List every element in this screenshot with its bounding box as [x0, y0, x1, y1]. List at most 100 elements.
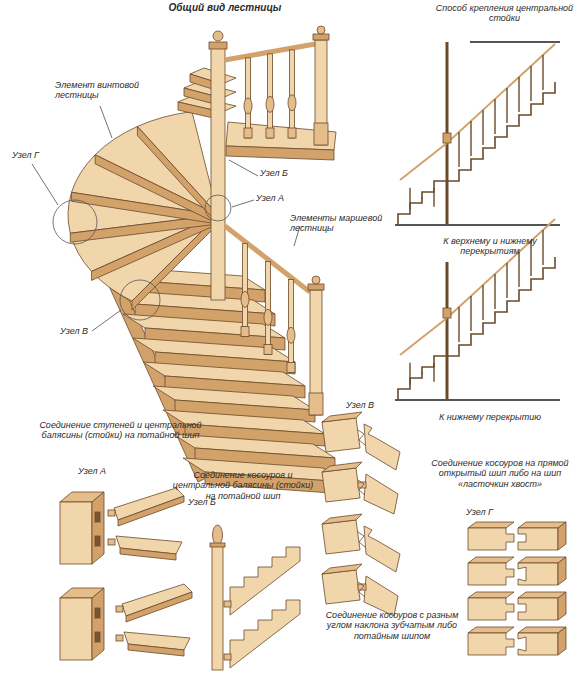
- baluster-base: [266, 128, 274, 138]
- baluster: [289, 279, 294, 372]
- central-post: [212, 545, 223, 670]
- label-text: Узел Б: [260, 168, 310, 178]
- leader-line: [229, 160, 258, 176]
- label-text: Узел В: [346, 400, 396, 410]
- mortise: [95, 608, 100, 618]
- stair-profile: [447, 257, 555, 356]
- label-text: Соединение ступеней и центральной баляси…: [38, 420, 203, 441]
- baluster: [542, 55, 543, 90]
- baluster: [530, 241, 531, 276]
- newel-base: [314, 123, 328, 145]
- stringer-piece: [322, 520, 360, 554]
- stringer-piece: [322, 570, 360, 604]
- leader-line: [32, 164, 58, 205]
- detail-g: [468, 522, 566, 655]
- baluster: [494, 274, 495, 309]
- board-tenon: [468, 598, 514, 620]
- baluster: [470, 296, 471, 331]
- baluster: [433, 363, 434, 382]
- detail-a: [60, 488, 192, 660]
- post-side: [92, 588, 104, 660]
- post-side: [92, 492, 104, 564]
- winder-tread: [137, 112, 218, 215]
- detail-circle: [205, 195, 231, 221]
- board-tenon: [468, 633, 514, 655]
- label-text: К верхнему и нижнему перекрытиям: [425, 236, 555, 257]
- handrail: [400, 318, 447, 355]
- handrail: [447, 219, 555, 318]
- leader-line: [92, 310, 121, 331]
- tread-edge: [126, 592, 192, 622]
- post-turning: [213, 525, 223, 545]
- tenon: [224, 654, 231, 660]
- label-text: Элементы маршевой лестницы: [290, 213, 385, 234]
- stair-profile: [447, 82, 555, 181]
- post-cap: [443, 308, 451, 318]
- floor-line: [395, 399, 560, 401]
- floor-line: [395, 224, 560, 226]
- tenon: [224, 601, 231, 607]
- baluster: [482, 110, 483, 145]
- detail-circle: [53, 200, 97, 244]
- baluster: [506, 88, 507, 123]
- post-ring: [210, 543, 225, 547]
- baluster-bulb: [288, 95, 296, 111]
- title: Общий вид лестницы: [130, 2, 320, 13]
- baluster-bulb: [287, 327, 295, 343]
- newel-cap: [313, 34, 329, 40]
- newel-base: [309, 393, 323, 415]
- tenon: [108, 539, 115, 545]
- tooth-joint: [358, 532, 365, 547]
- newel-knob: [312, 276, 320, 284]
- baluster: [268, 54, 273, 138]
- stringer-top: [322, 514, 362, 524]
- board-side: [558, 627, 566, 655]
- newel-cap: [308, 284, 324, 290]
- mortise: [95, 632, 100, 642]
- baluster: [482, 285, 483, 320]
- baluster-bulb: [241, 291, 249, 307]
- label-text: Элемент винтовой лестницы: [55, 80, 155, 101]
- baluster-bulb: [266, 96, 274, 112]
- newel-post: [310, 290, 322, 415]
- mortise: [95, 512, 100, 522]
- baluster: [518, 77, 519, 112]
- tread-edge: [120, 548, 176, 560]
- tooth-joint: [358, 430, 365, 445]
- tenon: [108, 510, 115, 516]
- tenon: [116, 635, 123, 641]
- baluster: [421, 197, 422, 199]
- detail-circle: [120, 280, 160, 320]
- central-post: [446, 262, 449, 400]
- baluster: [433, 188, 434, 207]
- baluster: [506, 263, 507, 298]
- tread-edge: [118, 496, 184, 526]
- stringer-top: [322, 462, 362, 472]
- board-slot: [518, 563, 558, 585]
- baluster-base: [288, 128, 296, 138]
- handrail: [447, 44, 555, 143]
- baluster: [409, 363, 410, 385]
- label-text: Узел Г: [466, 507, 516, 517]
- newel-post: [315, 40, 327, 145]
- stair-profile: [398, 356, 446, 400]
- board-tenon: [468, 563, 514, 585]
- board-side: [558, 592, 566, 620]
- post-block: [60, 598, 92, 660]
- board-top: [468, 557, 514, 563]
- tenon: [116, 606, 123, 612]
- detail-b: [210, 525, 300, 670]
- baluster: [266, 262, 271, 355]
- baluster-base: [241, 327, 249, 337]
- baluster: [458, 132, 459, 167]
- tread-edge: [128, 644, 184, 656]
- post-knob: [213, 31, 223, 41]
- baluster: [542, 230, 543, 265]
- baluster-bulb: [264, 309, 272, 325]
- board-side: [558, 522, 566, 550]
- stringer: [230, 600, 300, 668]
- floor-line: [470, 41, 560, 43]
- detail-v: [322, 412, 400, 616]
- handrail: [400, 143, 447, 180]
